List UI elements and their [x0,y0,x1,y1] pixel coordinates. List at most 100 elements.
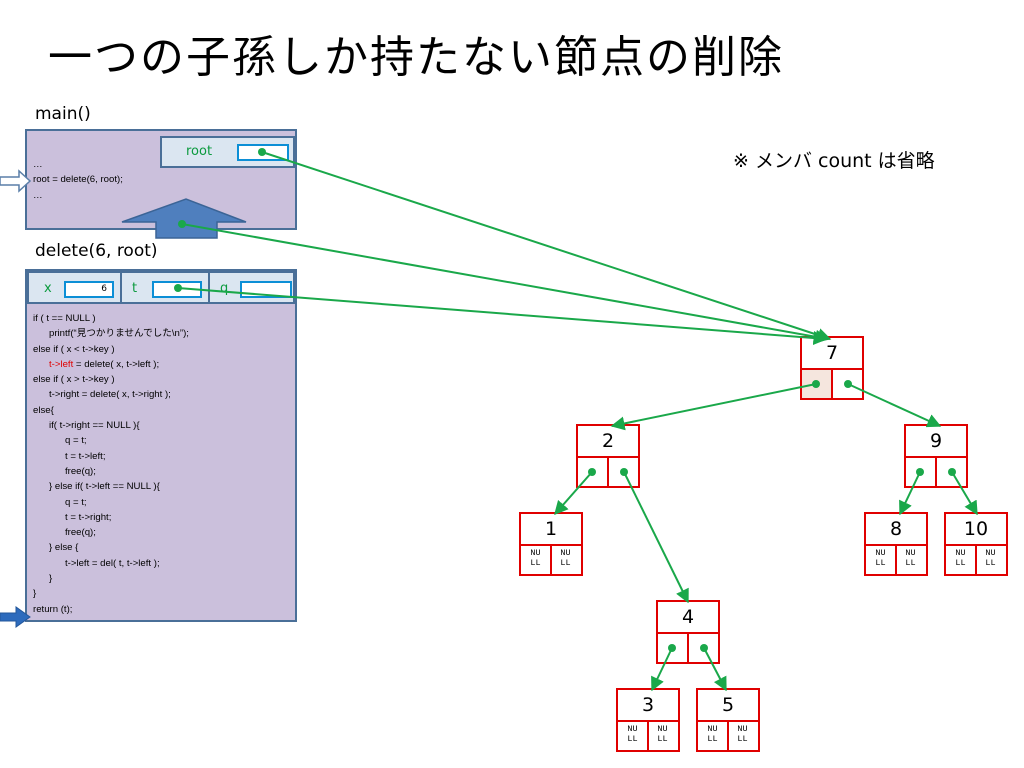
null-text: NU [875,548,886,558]
null-text: LL [875,558,886,568]
highlighted-code: t->left [49,358,74,370]
null-text: NU [627,724,638,734]
main-code-line: … [33,189,43,201]
current-line-pointer-icon [0,606,31,628]
code-line: else if ( x > t->key ) [33,374,115,386]
pointer-dot [948,468,956,476]
code-line: q = t; [33,496,87,508]
node-key: 7 [802,338,862,370]
null-text: NU [985,548,996,558]
null-text: LL [560,558,571,568]
pointer-dot [700,644,708,652]
x-variable-name: x [44,281,52,296]
node-key: 10 [946,514,1006,546]
edge-2-1 [554,471,593,516]
main-code: …root = delete(6, root);… [33,157,123,203]
edge-9-10 [951,471,978,516]
null-text: NU [560,548,571,558]
return-pointer-line [181,223,830,344]
node-4: 4 [656,600,720,664]
code-line: if( t->right == NULL ){ [33,420,140,432]
pointer-dot [258,148,266,156]
x-variable-cell: x 6 [27,271,122,304]
code-line: free(q); [33,527,96,539]
pointer-dot [588,468,596,476]
null-text: NU [955,548,966,558]
pointer-dot [174,284,182,292]
null-text: LL [905,558,916,568]
note-text: ※ メンバ count は省略 [733,150,935,172]
edge-7-2 [610,383,817,431]
node-key: 1 [521,514,581,546]
pointer-dot [916,468,924,476]
main-frame-label: main() [35,104,91,124]
null-text: NU [707,724,718,734]
code-line: } [33,588,37,600]
null-text: NU [530,548,541,558]
node-7: 7 [800,336,864,400]
edge-4-5 [703,647,727,692]
node-key: 4 [658,602,718,634]
q-variable-name: q [220,281,229,296]
root-variable-name: root [186,144,213,159]
null-text: LL [737,734,748,744]
edge-9-8 [899,471,921,516]
slide-title: 一つの子孫しか持たない節点の削除 [48,32,784,83]
main-code-line: root = delete(6, root); [33,174,123,186]
pointer-dot [812,380,820,388]
root-pointer-line [261,151,832,342]
null-text: LL [707,734,718,744]
node-key: 3 [618,690,678,722]
null-text: LL [530,558,541,568]
code-line: t->left = del( t, t->left ); [33,557,160,569]
code-line: } else if( t->left == NULL ){ [33,481,160,493]
left-child-cell [578,458,609,486]
node-key: 2 [578,426,638,458]
code-line: t->right = delete( x, t->right ); [33,389,171,401]
pointer-dot [620,468,628,476]
x-value-box: 6 [64,281,114,298]
edge-2-4 [623,471,689,604]
code-line: t = t->left; [33,450,106,462]
left-child-cell [906,458,937,486]
node-key: 9 [906,426,966,458]
left-child-cell [658,634,689,662]
code-line: } [33,573,53,585]
null-text: NU [657,724,668,734]
null-text: NU [737,724,748,734]
null-text: LL [657,734,668,744]
delete-code: if ( t == NULL ) printf(“見つかりませんでした\n”);… [33,311,189,617]
pointer-dot [668,644,676,652]
null-text: LL [955,558,966,568]
null-text: LL [627,734,638,744]
delete-frame-label: delete(6, root) [35,241,158,261]
edge-4-3 [651,647,673,692]
code-line: else{ [33,404,54,416]
code-line: } else { [33,542,79,554]
code-line: q = t; [33,435,87,447]
pointer-dot [844,380,852,388]
t-variable-name: t [132,281,138,296]
code-line: free(q); [33,465,96,477]
null-text: LL [985,558,996,568]
code-line: t = t->right; [33,511,112,523]
code-line: t->left = delete( x, t->left ); [33,357,189,372]
code-line: return (t); [33,603,73,615]
null-text: NU [905,548,916,558]
code-line-rest: = delete( x, t->left ); [73,358,160,370]
code-line: else if ( x < t->key ) [33,343,115,355]
